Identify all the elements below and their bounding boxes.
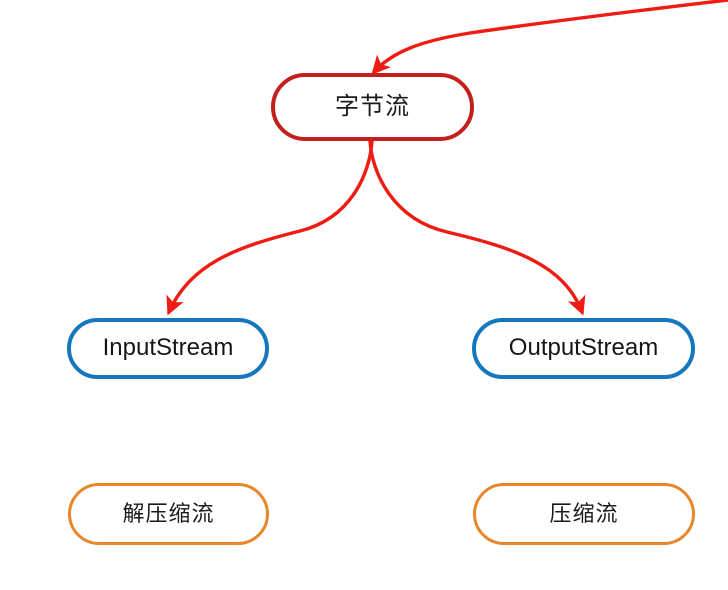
node-byte-stream[interactable]: 字节流	[271, 73, 474, 141]
node-compress-stream-label: 压缩流	[549, 500, 619, 526]
node-output-stream-label: OutputStream	[508, 334, 659, 362]
node-input-stream-label: InputStream	[102, 334, 234, 362]
node-decompress-stream-label: 解压缩流	[122, 500, 215, 526]
edge-byte-stream-to-input-stream	[166, 139, 374, 316]
node-byte-stream-label: 字节流	[335, 92, 410, 120]
edge-incoming-to-byte-stream	[371, 0, 728, 75]
node-compress-stream[interactable]: 压缩流	[473, 483, 695, 545]
node-decompress-stream[interactable]: 解压缩流	[68, 483, 269, 545]
edge-byte-stream-to-output-stream	[368, 139, 586, 316]
node-input-stream[interactable]: InputStream	[67, 318, 269, 379]
node-output-stream[interactable]: OutputStream	[472, 318, 695, 379]
